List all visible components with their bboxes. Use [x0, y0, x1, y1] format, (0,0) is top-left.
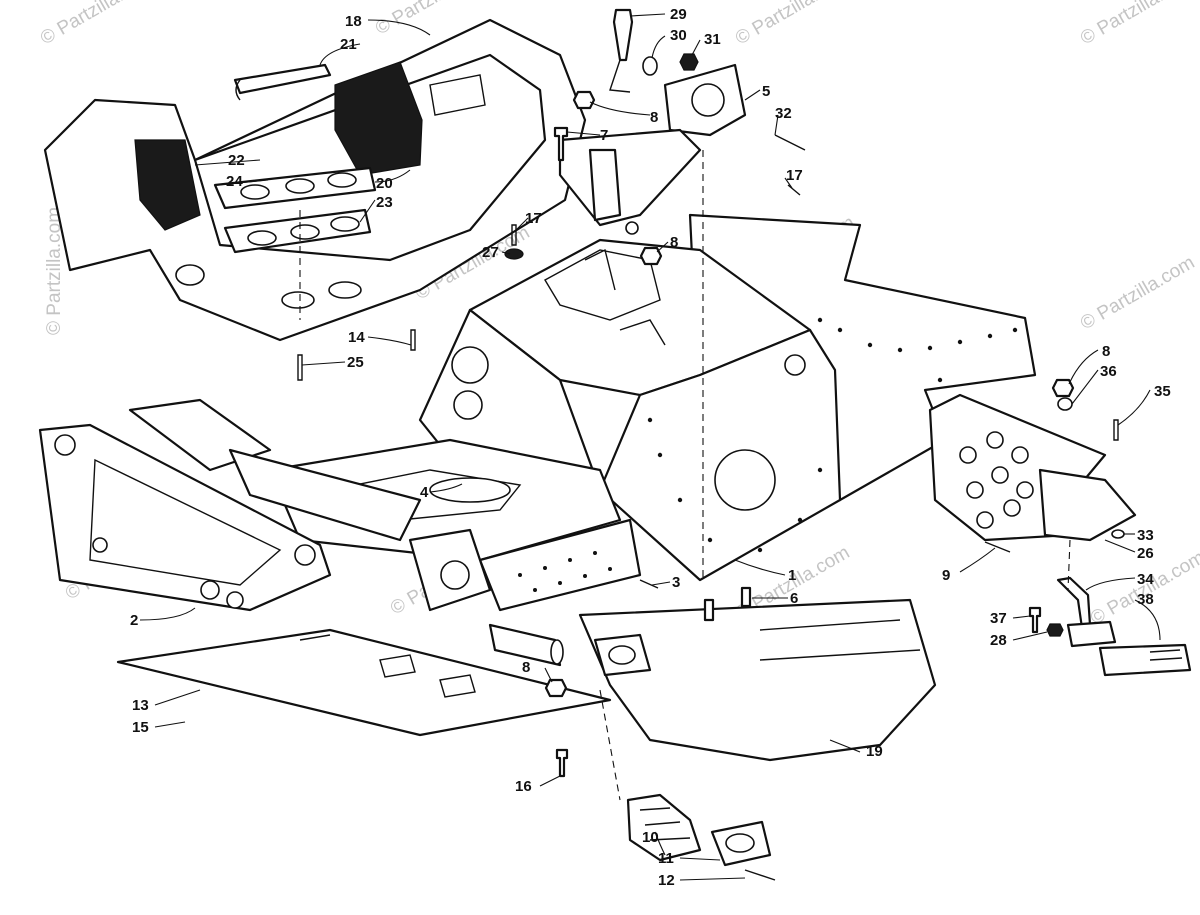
callout-25: 25	[347, 354, 364, 371]
callout-18: 18	[345, 13, 362, 30]
callout-21: 21	[340, 36, 357, 53]
watermark-top-far-right: © Partzilla.com	[1077, 0, 1198, 49]
callout-28: 28	[990, 632, 1007, 649]
callout-30: 30	[670, 27, 687, 44]
callout-31: 31	[704, 31, 721, 48]
rear-plate-assembly	[928, 393, 1137, 542]
callout-20: 20	[376, 175, 393, 192]
watermark-top-left: © Partzilla.com	[37, 0, 158, 49]
watermark-right: © Partzilla.com	[1077, 252, 1198, 334]
front-frame-assembly	[38, 398, 564, 667]
callout-13: 13	[132, 697, 149, 714]
callout-32: 32	[775, 105, 792, 122]
callout-37: 37	[990, 610, 1007, 627]
callout-27: 27	[482, 244, 499, 261]
callout-10: 10	[642, 829, 659, 846]
callout-14: 14	[348, 329, 365, 346]
callout-3: 3	[672, 574, 680, 591]
callout-5: 5	[762, 83, 770, 100]
leader-lines	[139, 13, 1161, 881]
small-parts	[297, 8, 1192, 881]
front-bumper	[578, 598, 937, 762]
callout-2: 2	[130, 612, 138, 629]
callout-8-top: 8	[650, 109, 658, 126]
steering-post-bracket	[558, 63, 747, 235]
callout-6: 6	[790, 590, 798, 607]
callout-33: 33	[1137, 527, 1154, 544]
floor-and-belly-pans	[116, 438, 642, 737]
callout-24: 24	[226, 173, 243, 190]
console-assembly	[43, 18, 587, 342]
callout-38: 38	[1137, 591, 1154, 608]
callout-8-mid: 8	[670, 234, 678, 251]
callout-19: 19	[866, 743, 883, 760]
callout-12: 12	[658, 872, 675, 889]
callout-11: 11	[658, 850, 674, 867]
callout-17-center: 17	[525, 210, 542, 227]
callout-7: 7	[600, 127, 608, 144]
callout-26: 26	[1137, 545, 1154, 562]
callout-34: 34	[1137, 571, 1154, 588]
callout-15: 15	[132, 719, 149, 736]
watermark-top-right: © Partzilla.com	[732, 0, 853, 49]
callout-1: 1	[788, 567, 796, 584]
watermark-left: © Partzilla.com	[44, 207, 65, 335]
callout-36: 36	[1100, 363, 1117, 380]
callout-23: 23	[376, 194, 393, 211]
callout-35: 35	[1154, 383, 1171, 400]
callout-29: 29	[670, 6, 687, 23]
callout-9: 9	[942, 567, 950, 584]
callout-22: 22	[228, 152, 245, 169]
callout-8-right: 8	[1102, 343, 1110, 360]
alignment-lines	[299, 150, 1071, 801]
main-frame	[418, 213, 1037, 582]
callout-17-right: 17	[786, 167, 803, 184]
callout-labels: 18 21 29 30 31 8 7 5 32 17 22 24 20 23 1…	[130, 6, 1171, 889]
callout-8-bottom: 8	[522, 659, 530, 676]
callout-4: 4	[420, 484, 429, 501]
callout-16: 16	[515, 778, 532, 795]
